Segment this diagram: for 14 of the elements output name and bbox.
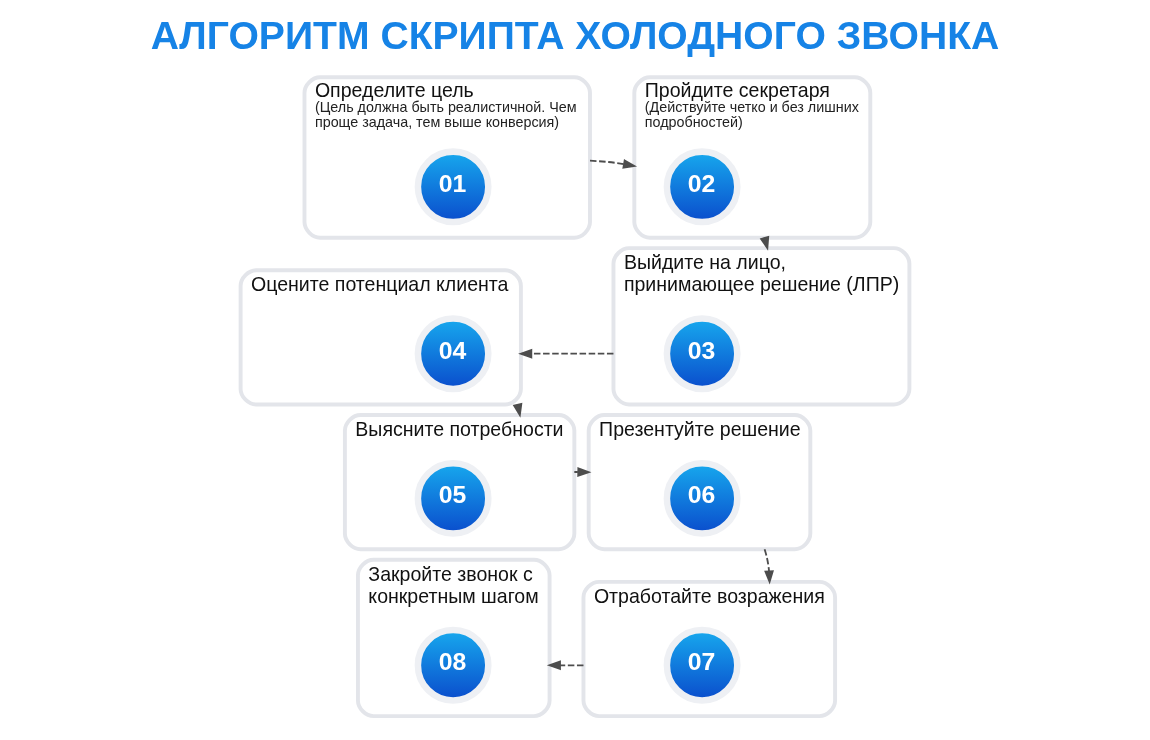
- arrow: [573, 467, 592, 477]
- node-circle: 06: [663, 459, 741, 537]
- arrow: [518, 348, 615, 359]
- node-circle: 01: [414, 148, 492, 226]
- node-circle: 07: [663, 626, 741, 704]
- arrow: [589, 159, 638, 169]
- node-circle: 05: [414, 459, 492, 537]
- arrow: [546, 660, 585, 671]
- diagram-title: АЛГОРИТМ СКРИПТА ХОЛОДНОГО ЗВОНКА: [150, 13, 1000, 57]
- node-circle: 04: [414, 315, 492, 393]
- node-circle: 03: [663, 315, 741, 393]
- node-circle: 02: [663, 148, 741, 226]
- arrow: [763, 548, 774, 585]
- node-circle: 08: [414, 626, 492, 704]
